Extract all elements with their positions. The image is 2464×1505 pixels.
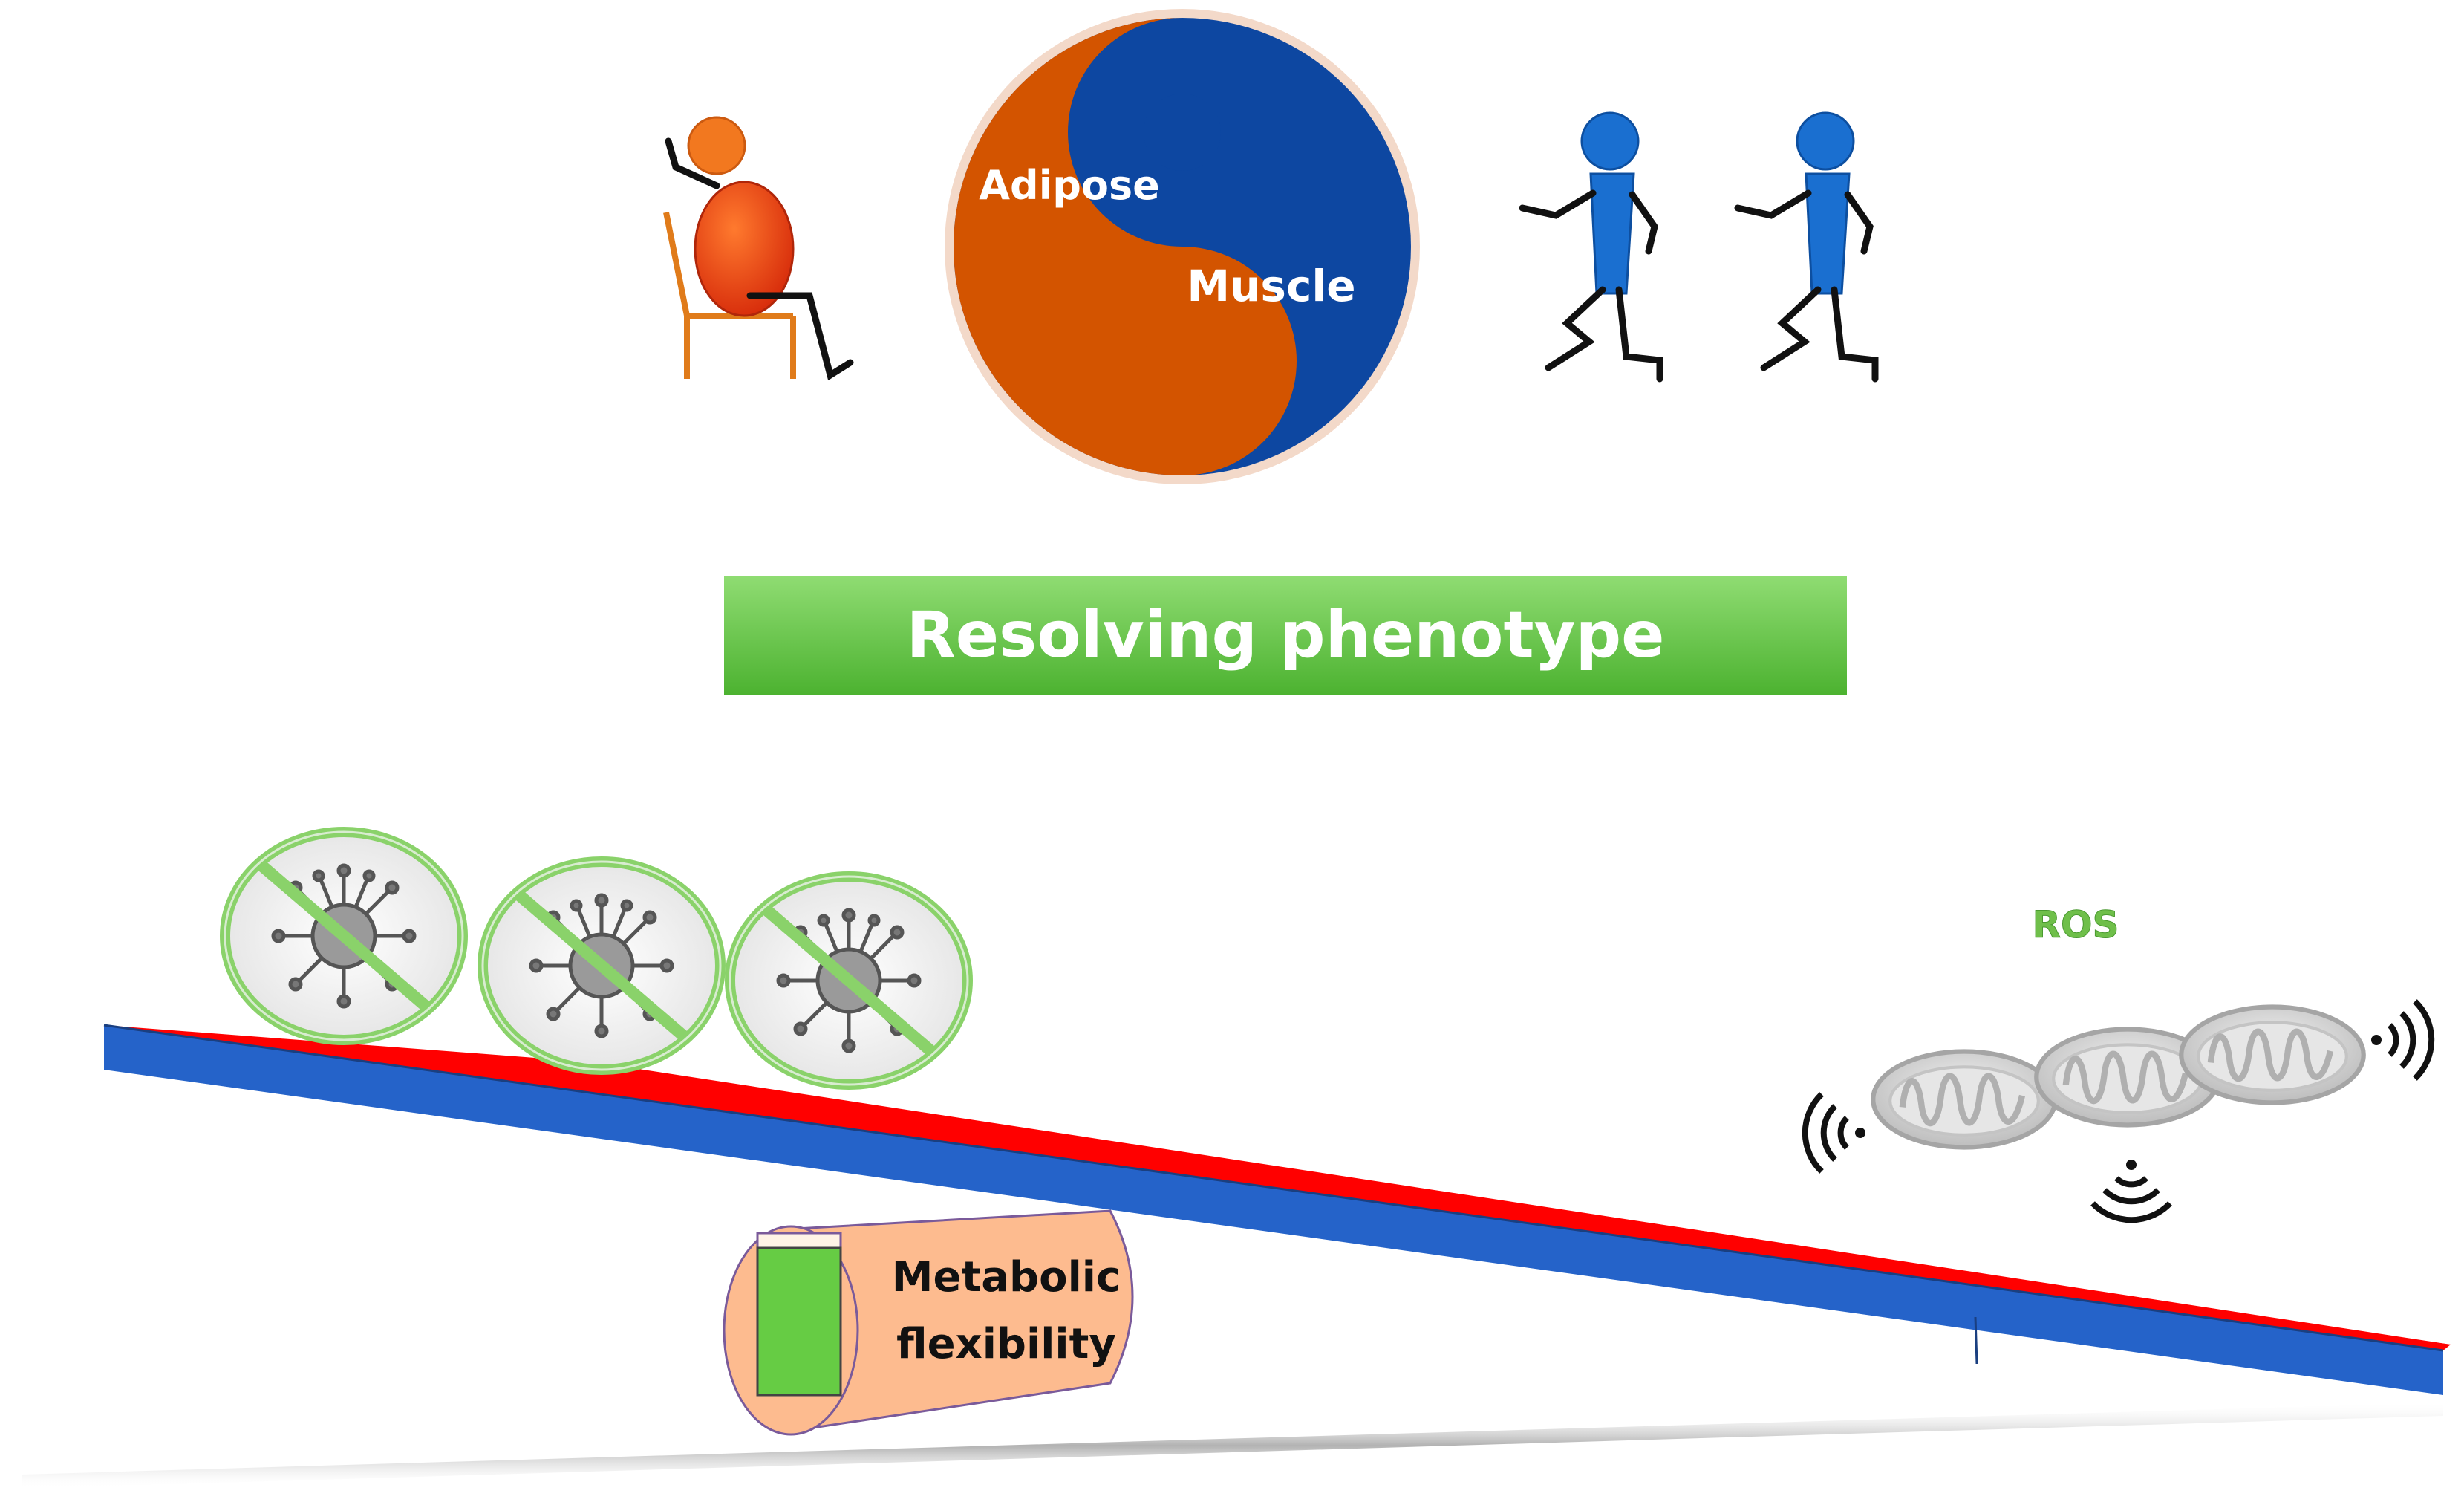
sedentary-figure	[663, 116, 854, 381]
seesaw-plank	[103, 1024, 2451, 1395]
mitochondrion-icon	[2181, 1007, 2363, 1103]
no-virus-icon	[225, 832, 463, 1040]
no-virus-icon	[483, 862, 720, 1070]
ros-label: ROS	[2032, 903, 2119, 946]
banner-text: Resolving phenotype	[906, 598, 1664, 672]
runner-figure-2	[1738, 113, 1875, 379]
yin-yang-symbol: Adipose Muscle	[945, 9, 1420, 484]
adipose-dot	[1144, 322, 1221, 400]
metabolic-flexibility-fulcrum: Metabolic flexibility	[723, 1209, 1134, 1436]
mitochondrion-icon	[1873, 1052, 2055, 1148]
ground-shadow	[22, 1402, 2443, 1489]
muscle-dot	[1144, 94, 1221, 171]
fulcrum-label-line1: Metabolic	[892, 1253, 1121, 1301]
sitting-body	[694, 181, 795, 317]
runner-figure-1	[1522, 113, 1660, 379]
signal-waves-icon	[1805, 1094, 1865, 1171]
sitting-arm	[665, 137, 720, 189]
muscle-label: Muscle	[1187, 261, 1355, 311]
signal-waves-icon	[2093, 1160, 2170, 1220]
fulcrum-label-line2: flexibility	[896, 1320, 1116, 1368]
sitting-head	[687, 116, 746, 175]
plank-top-face-2	[104, 1025, 2451, 1346]
chair-icon	[663, 212, 796, 379]
no-virus-icon	[730, 877, 968, 1085]
battery-icon	[756, 1232, 842, 1397]
adipose-label: Adipose	[979, 162, 1159, 209]
signal-waves-icon	[2371, 1001, 2431, 1079]
plank-front-face	[104, 1025, 2443, 1395]
resolving-phenotype-banner: Resolving phenotype	[724, 576, 1847, 695]
sitting-leg	[746, 292, 854, 381]
